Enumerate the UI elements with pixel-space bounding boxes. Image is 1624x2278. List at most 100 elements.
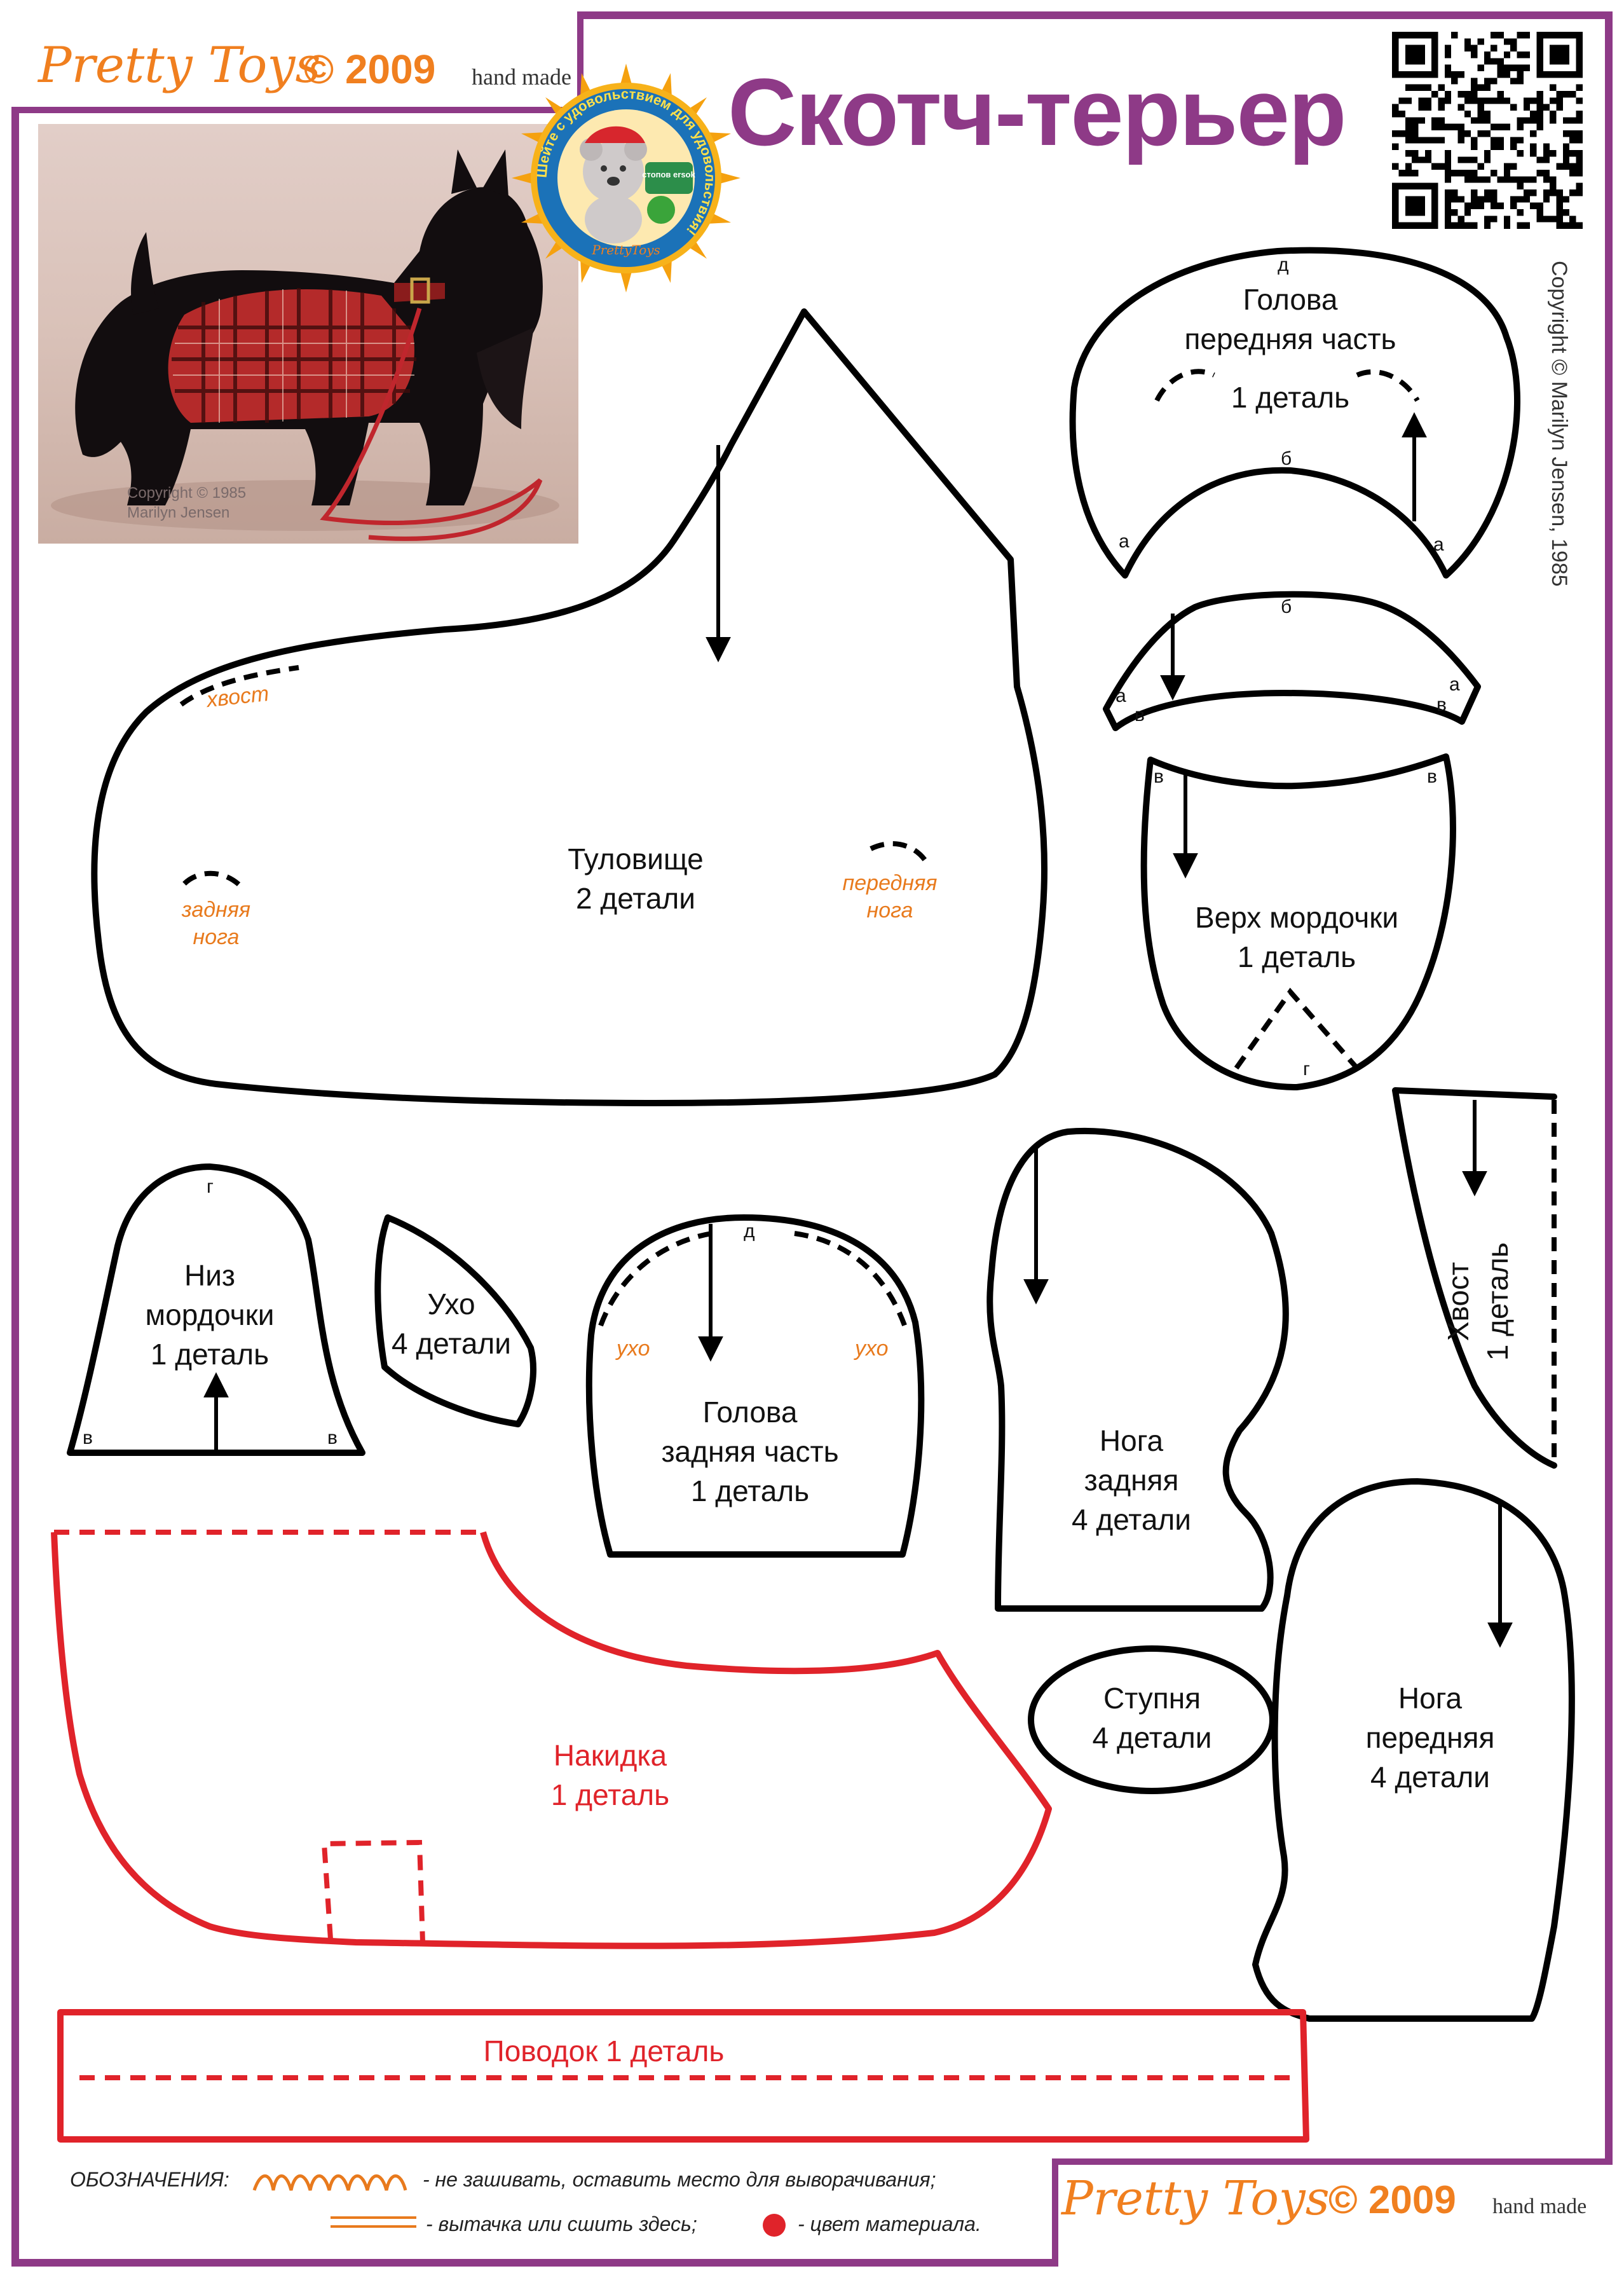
label-body-count: 2 детали [576,882,695,916]
legend-no-sew-swatch [252,2174,407,2191]
label-muzzle-bottom-count: 1 деталь [150,1338,270,1371]
mark-b-head-front: б [1281,448,1292,469]
mark-d-head-back: д [744,1221,755,1242]
label-tail-name: Хвост [1441,1261,1475,1341]
annot-front-leg: передняя нога [826,870,953,924]
label-head-front-sub: передняя часть [1184,322,1396,356]
dog-photo-illustration [51,149,559,541]
head-front-dash-right [1356,369,1420,402]
legend-title: ОБОЗНАЧЕНИЯ: [70,2168,229,2191]
label-sole-count: 4 детали [1092,1721,1212,1755]
mark-d-head-front: д [1278,254,1289,275]
piece-leash-outline [57,2009,1309,2143]
page-title: Скотч-терьер [728,58,1347,165]
annot-ear-right: ухо [855,1336,889,1361]
label-cape-count: 1 деталь [550,1778,670,1812]
label-muzzle-bottom-l2: мордочки [145,1298,275,1332]
mark-b-gusset: б [1281,596,1292,617]
label-muzzle-top-count: 1 деталь [1237,940,1356,974]
qr-code[interactable] [1392,32,1583,229]
dog-photo: Copyright © 1985 Marilyn Jensen [38,124,578,544]
muzzle-top-dart [1234,987,1360,1070]
piece-leg-back-outline [986,1128,1289,1612]
annot-hind-leg: задняя нога [159,896,273,950]
handmade-label-top: hand made [472,64,571,90]
label-leg-front-count: 4 детали [1370,1760,1490,1794]
label-leg-back-name: Нога [1099,1424,1164,1457]
label-ear: Ухо 4 детали [375,1284,528,1363]
body-front-dash [870,841,931,867]
photo-caption-line2: Marilyn Jensen [127,504,230,522]
label-leg-back-sub: задняя [1084,1464,1179,1497]
brand-year-bottom: © 2009 [1328,2178,1456,2222]
sun-badge-logo: Шейте с удовольствием для удовольствия! … [512,64,740,292]
piece-muzzle-bottom-outline [67,1163,365,1456]
mark-g-muzzle-top: г [1303,1059,1310,1080]
annot-front-leg-1: передняя [842,871,938,895]
annot-ear-left: ухо [617,1336,650,1361]
legend-color: - цвет материала. [798,2213,981,2235]
label-ear-name: Ухо [427,1287,475,1321]
piece-ear-outline [374,1214,536,1427]
label-muzzle-top-name: Верх мордочки [1194,901,1399,934]
mark-a-head-front-left: а [1119,531,1129,552]
legend-dart: - вытачка или сшить здесь; [426,2213,697,2235]
label-head-front-name: Голова [1243,283,1338,316]
body-tail-dash [179,665,299,707]
brand-year-top: © 2009 [304,46,436,92]
label-cape-name: Накидка [553,1739,667,1772]
mark-g-muzzle-bottom: г [207,1176,214,1197]
label-ear-count: 4 детали [392,1327,511,1361]
label-head-back-sub: задняя часть [661,1435,839,1469]
mark-v-muzzle-bottom-left: в [83,1427,93,1448]
brand-box-bottom [1052,2158,1613,2267]
badge-center-text: стопов ersok [642,170,695,179]
piece-cape-outline [51,1531,1052,1949]
label-cape: Накидка 1 деталь [489,1736,731,1815]
legend-no-sew: - не зашивать, оставить место для вывора… [423,2168,936,2191]
label-leg-back-count: 4 детали [1072,1503,1191,1537]
body-hind-dash [182,870,243,889]
label-sole: Ступня 4 детали [1042,1678,1262,1757]
photo-caption-line1: Copyright © 1985 [127,484,247,502]
handmade-label-bottom: hand made [1492,2195,1587,2218]
piece-leg-front-outline [1252,1478,1575,2022]
piece-muzzle-top-outline [1140,753,1456,1090]
label-head-back-count: 1 деталь [690,1474,810,1508]
label-leash: Поводок 1 деталь [483,2034,725,2068]
piece-body-outline [91,308,1048,1106]
cape-strap-dash [321,1839,425,1943]
piece-head-gusset-outline [1103,591,1481,731]
label-head-back-name: Голова [702,1396,798,1429]
label-leg-back: Нога задняя 4 детали [1017,1421,1246,1539]
label-body: Туловище 2 детали [508,839,763,918]
photo-caption: Copyright © 1985 Marilyn Jensen [127,483,246,523]
head-back-ear-dash [598,1231,908,1330]
mark-v-gusset-right: в [1436,694,1447,715]
label-leg-front-sub: передняя [1365,1721,1495,1755]
mark-v-muzzle-bottom-right: в [327,1427,338,1448]
label-head-front-count: 1 деталь [1231,381,1350,415]
label-muzzle-top: Верх мордочки 1 деталь [1150,898,1443,977]
label-sole-name: Ступня [1103,1682,1201,1715]
label-head-front: Голова передняя часть 1 деталь [1176,280,1405,417]
badge-bottom-text: PrettyToys [591,242,660,257]
mark-a-gusset-left: а [1116,685,1126,706]
label-muzzle-bottom: Низ мордочки 1 деталь [108,1256,311,1374]
mark-a-gusset-right: а [1449,674,1460,695]
label-muzzle-bottom-l1: Низ [184,1259,235,1292]
annot-front-leg-2: нога [866,898,913,923]
legend-color-swatch [763,2214,786,2237]
label-tail: Хвост 1 деталь [1438,1193,1517,1410]
label-leg-front-name: Нога [1398,1682,1463,1715]
annot-hind-leg-1: задняя [181,898,251,922]
label-head-back: Голова задняя часть 1 деталь [610,1392,890,1511]
piece-head-front-outline [1069,247,1521,579]
mark-v-gusset-left: в [1135,704,1145,725]
piece-tail-outline [1392,1087,1557,1469]
brand-logo-top: Pretty Toys [38,37,321,94]
mark-v-muzzle-top-right: в [1427,766,1437,787]
label-tail-count: 1 деталь [1481,1242,1514,1361]
label-body-name: Туловище [568,842,704,875]
